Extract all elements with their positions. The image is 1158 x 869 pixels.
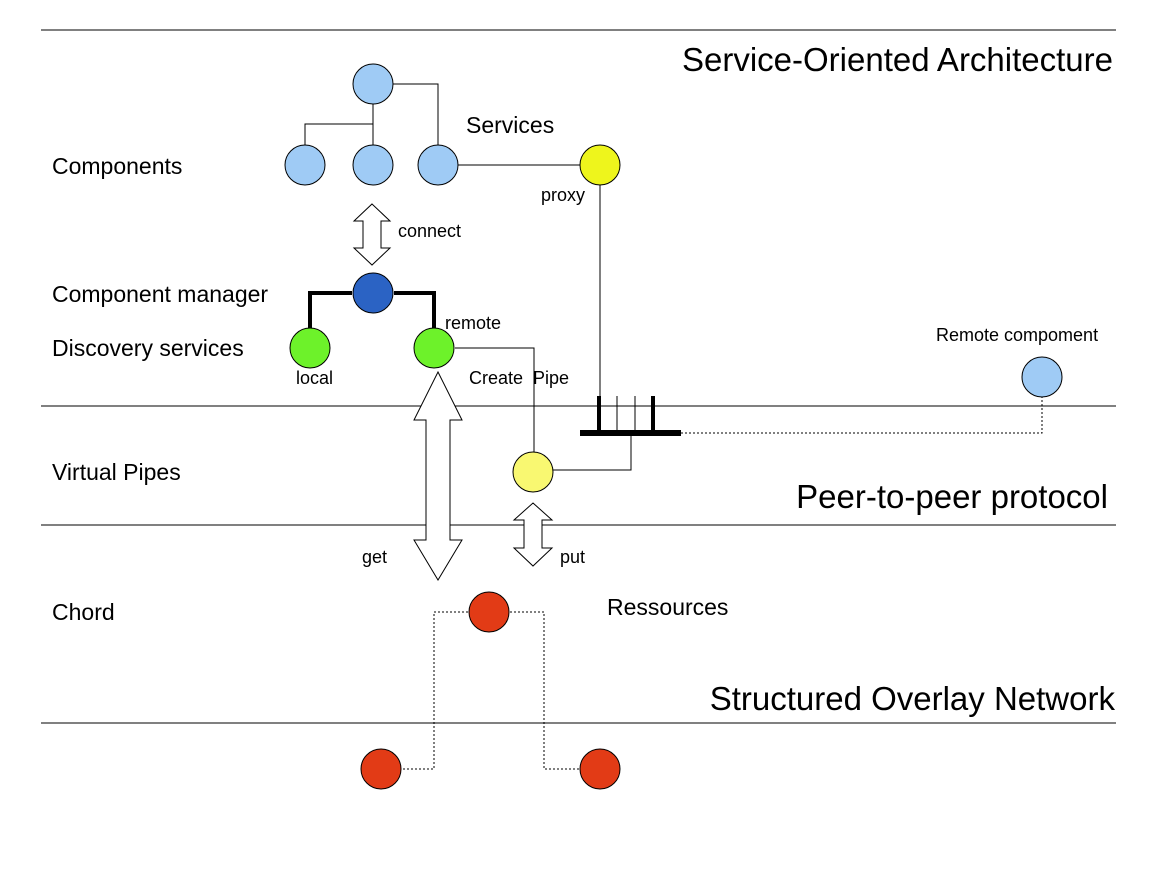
component-node-root bbox=[352, 63, 394, 105]
virtual-pipe-node bbox=[512, 451, 554, 493]
label-ressources: Ressources bbox=[607, 594, 728, 620]
create-pipe-line bbox=[455, 347, 535, 452]
put-arrow bbox=[512, 502, 554, 567]
label-remote-component: Remote compoment bbox=[936, 325, 1098, 345]
pipe-bus bbox=[553, 396, 681, 471]
label-components: Components bbox=[52, 153, 182, 179]
chord-node-top bbox=[468, 591, 510, 633]
label-component-manager: Component manager bbox=[52, 281, 268, 307]
discovery-remote-node bbox=[413, 327, 455, 369]
label-virtual-pipes: Virtual Pipes bbox=[52, 459, 181, 485]
component-tree-edges bbox=[304, 83, 580, 166]
chord-node-right bbox=[579, 748, 621, 790]
component-node-2 bbox=[352, 144, 394, 186]
component-node-1 bbox=[284, 144, 326, 186]
label-proxy: proxy bbox=[541, 185, 585, 205]
get-arrow bbox=[413, 370, 463, 581]
proxy-node bbox=[579, 144, 621, 186]
layer-title-overlay: Structured Overlay Network bbox=[710, 680, 1116, 717]
chord-node-left bbox=[360, 748, 402, 790]
label-connect: connect bbox=[398, 221, 461, 241]
layer-title-p2p: Peer-to-peer protocol bbox=[796, 478, 1108, 515]
discovery-local-node bbox=[289, 327, 331, 369]
label-put: put bbox=[560, 547, 585, 567]
remote-component-node bbox=[1021, 356, 1063, 398]
component-manager-node bbox=[352, 272, 394, 314]
label-create-pipe: Create Pipe bbox=[469, 368, 569, 388]
manager-edges bbox=[308, 291, 436, 330]
label-local: local bbox=[296, 368, 333, 388]
label-discovery-services: Discovery services bbox=[52, 335, 244, 361]
label-get: get bbox=[362, 547, 387, 567]
component-node-3 bbox=[417, 144, 459, 186]
label-services: Services bbox=[466, 112, 554, 138]
chord-edges bbox=[402, 611, 580, 770]
layer-title-soa: Service-Oriented Architecture bbox=[682, 41, 1113, 78]
label-chord: Chord bbox=[52, 599, 115, 625]
remote-component-link bbox=[681, 397, 1043, 434]
label-remote: remote bbox=[445, 313, 501, 333]
connect-arrow bbox=[352, 203, 392, 266]
